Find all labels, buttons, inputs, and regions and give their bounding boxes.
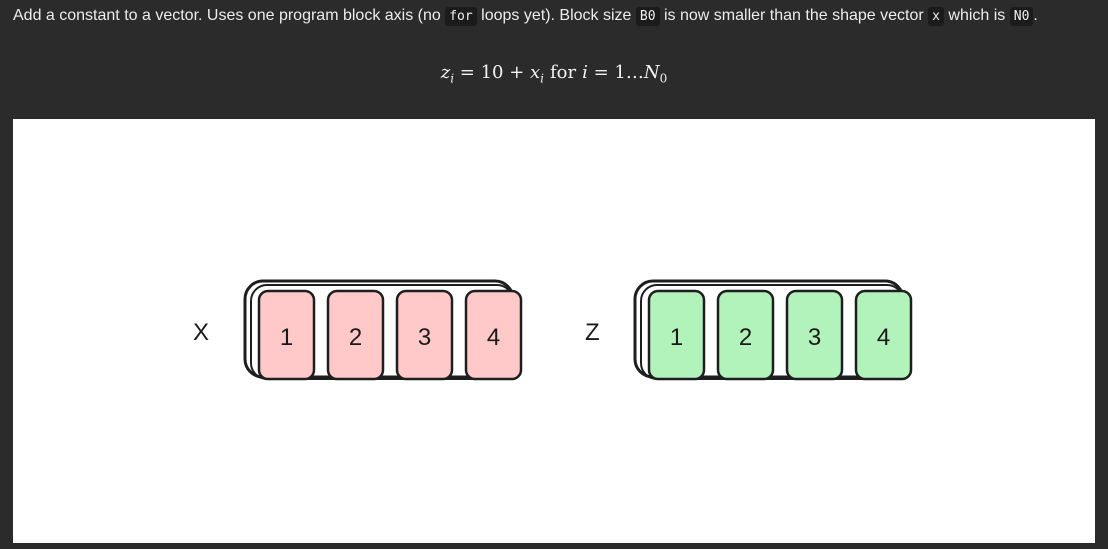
formula-lhs-sub: i [450, 71, 455, 86]
formula-rhs-sub: i [540, 71, 545, 86]
description-text-3: is now smaller than the shape vector [659, 7, 929, 24]
x-vector-cell [395, 289, 454, 381]
code-x: x [928, 7, 944, 26]
formula-rhs-var: x [530, 62, 541, 83]
code-b0: B0 [635, 7, 660, 26]
description-text-4: which is [943, 7, 1010, 24]
formula-range: = 1… [587, 62, 644, 83]
description-text-2: loops yet). Block size [476, 7, 636, 24]
code-n0: N0 [1009, 7, 1034, 26]
x-vector-cell-value: 3 [418, 324, 431, 351]
problem-description: Add a constant to a vector. Uses one pro… [13, 3, 1095, 30]
z-vector-cell [647, 289, 706, 381]
code-for: for [445, 7, 477, 26]
x-vector-cell-value: 1 [280, 324, 293, 351]
formula-upper-sub: 0 [659, 71, 668, 86]
x-vector-label: X [193, 319, 210, 346]
diagram-canvas: X Z 1 2 3 4 1 2 3 4 [13, 119, 1095, 543]
x-vector-cell-value: 4 [487, 324, 500, 351]
formula-lhs-var: z [440, 62, 451, 83]
formula-loop-var: i [582, 62, 588, 83]
z-vector-cell-value: 4 [877, 324, 890, 351]
x-vector-cell [464, 289, 523, 381]
x-vector-cell [257, 289, 316, 381]
z-vector-cell [785, 289, 844, 381]
vector-diagram: 1 2 3 4 1 2 3 4 [243, 279, 913, 381]
description-text-1: Add a constant to a vector. Uses one pro… [13, 7, 446, 24]
z-vector-cell [716, 289, 775, 381]
formula-for-word: for [550, 62, 577, 83]
description-text-5: . [1033, 7, 1038, 24]
z-vector-label: Z [585, 319, 600, 346]
formula-upper-var: N [643, 62, 660, 83]
z-vector-cell [854, 289, 913, 381]
formula-equals-const: = 10 + [454, 62, 531, 83]
x-vector-cell-value: 2 [349, 324, 362, 351]
z-vector-cell-value: 1 [670, 324, 683, 351]
z-vector-cell-value: 2 [739, 324, 752, 351]
x-vector-cell [326, 289, 385, 381]
z-vector-cell-value: 3 [808, 324, 821, 351]
